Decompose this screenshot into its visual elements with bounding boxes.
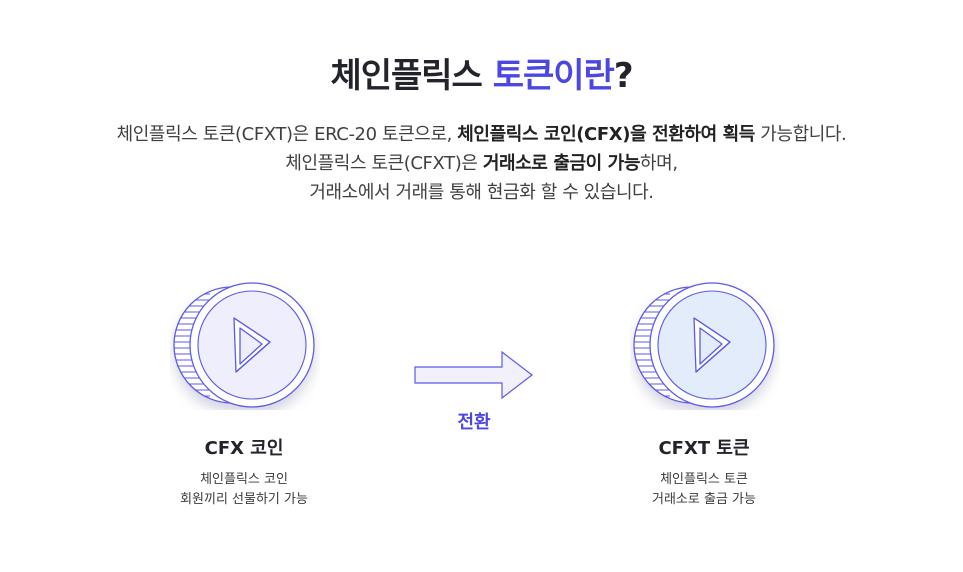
desc-text: 가능합니다. (754, 124, 847, 145)
arrow-graphic (414, 350, 533, 400)
desc-text: 체인플릭스 토큰(CFXT)은 (285, 153, 483, 174)
page-title: 체인플릭스 토큰이란? (0, 52, 963, 100)
cfxt-token-icon (630, 280, 780, 410)
cfxt-desc-line-2: 거래소로 출금 가능 (652, 492, 756, 507)
cfxt-desc-line-1: 체인플릭스 토큰 (660, 472, 748, 487)
description: 체인플릭스 토큰(CFXT)은 ERC-20 토큰으로, 체인플릭스 코인(CF… (0, 120, 963, 207)
desc-text: 체인플릭스 토큰(CFXT)은 ERC-20 토큰으로, (116, 124, 458, 145)
coin-graphic (173, 282, 315, 408)
cfxt-token-description: 체인플릭스 토큰 거래소로 출금 가능 (594, 470, 814, 510)
title-suffix: ? (613, 56, 634, 96)
description-line-2: 체인플릭스 토큰(CFXT)은 거래소로 출금이 가능하며, (0, 149, 963, 178)
cfx-desc-line-2: 회원끼리 선물하기 가능 (180, 492, 308, 507)
cfx-desc-line-1: 체인플릭스 코인 (200, 472, 288, 487)
title-accent: 토큰이란 (492, 56, 615, 96)
coin-graphic (633, 282, 775, 408)
desc-text: 하며, (640, 153, 678, 174)
cfx-coin-icon (170, 280, 320, 410)
convert-arrow-icon (414, 350, 536, 400)
title-main: 체인플릭스 (330, 56, 493, 96)
desc-bold: 거래소로 출금이 가능 (482, 153, 641, 174)
conversion-label: 전환 (457, 412, 491, 433)
cfxt-token-name: CFXT 토큰 (658, 438, 750, 459)
cfx-coin-name: CFX 코인 (204, 438, 284, 459)
description-line-3: 거래소에서 거래를 통해 현금화 할 수 있습니다. (309, 182, 654, 203)
description-line-1: 체인플릭스 토큰(CFXT)은 ERC-20 토큰으로, 체인플릭스 코인(CF… (0, 120, 963, 149)
desc-bold: 체인플릭스 코인(CFX)을 전환하여 획득 (457, 124, 755, 145)
cfx-coin-description: 체인플릭스 코인 회원끼리 선물하기 가능 (134, 470, 354, 510)
